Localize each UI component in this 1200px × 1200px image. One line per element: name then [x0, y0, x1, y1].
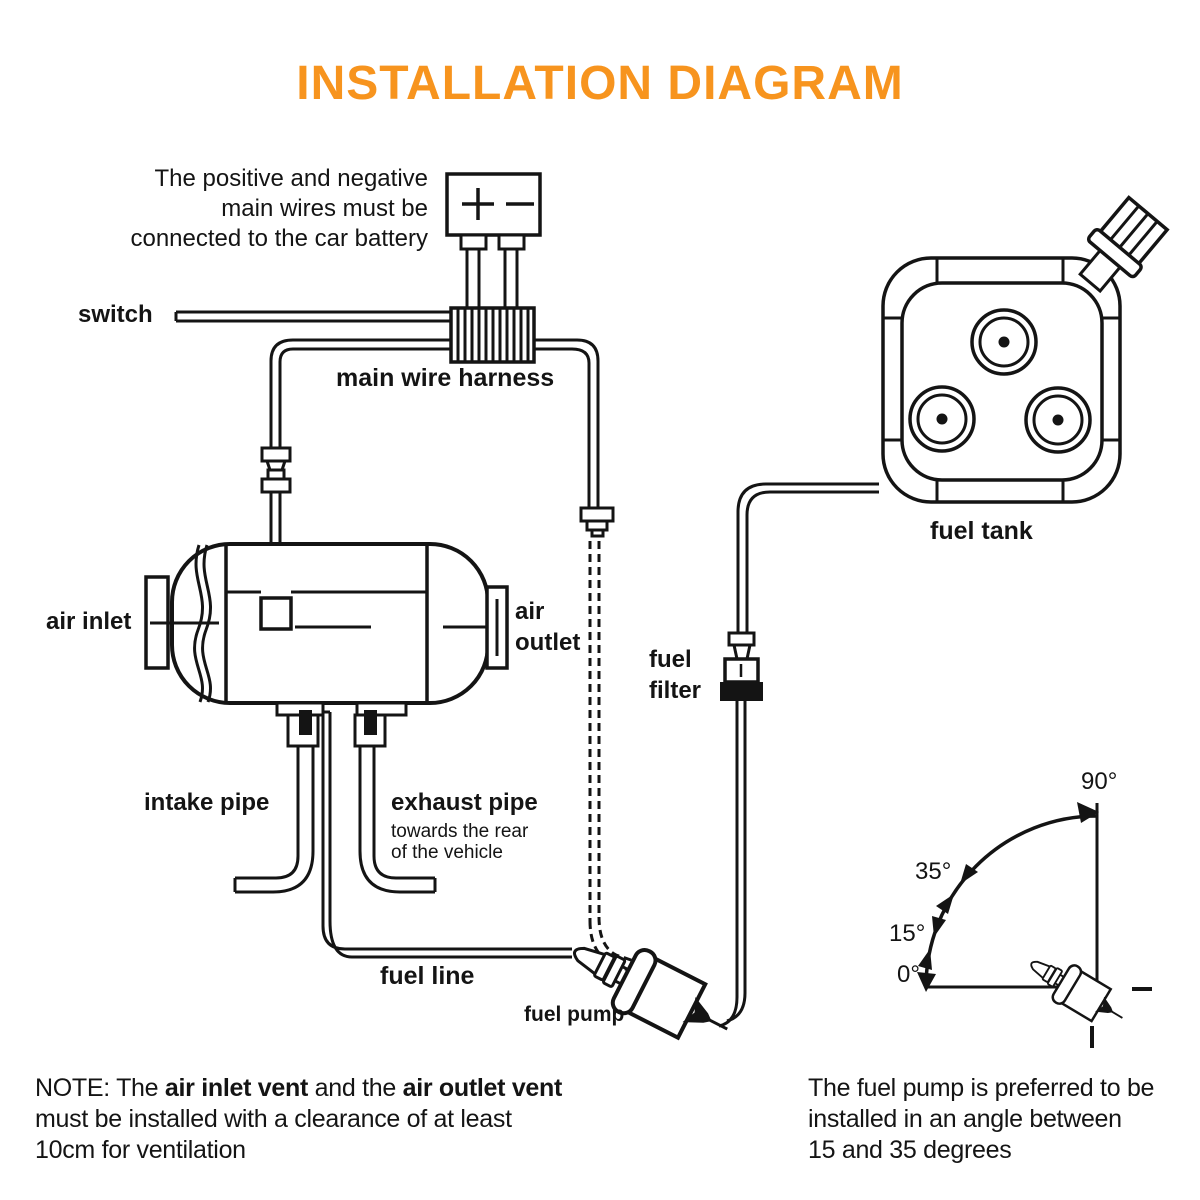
main-wire-harness-label: main wire harness [336, 364, 555, 392]
heater-unit [144, 542, 509, 748]
note-left-line2: must be installed with a clearance of at… [35, 1105, 512, 1133]
pump-angle-diagram [917, 802, 1152, 1048]
angle-15-label: 15° [889, 920, 926, 947]
page-title: INSTALLATION DIAGRAM [296, 57, 904, 110]
angle-35-label: 35° [915, 858, 952, 885]
intake-pipe-label: intake pipe [144, 789, 270, 816]
main-wire-harness [449, 306, 536, 364]
note-right-line3: 15 and 35 degrees [808, 1136, 1012, 1164]
battery-note-line3: connected to the car battery [130, 225, 428, 252]
intake-pipe [233, 746, 315, 894]
battery-note-line1: The positive and negative [154, 165, 428, 192]
angle-0-label: 0° [897, 961, 920, 988]
air-outlet-label: air outlet [515, 598, 581, 656]
note-left: NOTE: The air inlet vent and the air out… [35, 1073, 562, 1166]
switch-wire [174, 310, 451, 323]
exhaust-pipe [358, 746, 437, 894]
tank-cap [1078, 195, 1170, 294]
note-left-line1: NOTE: The air inlet vent and the air out… [35, 1074, 563, 1102]
exhaust-pipe-sublabel: towards the rear of the vehicle [391, 821, 529, 863]
fuel-pump [557, 919, 745, 1062]
fuel-filter [718, 631, 763, 1028]
battery-wires [465, 249, 519, 310]
harness-to-heater-wire [260, 338, 451, 598]
note-left-line3: 10cm for ventilation [35, 1136, 246, 1164]
plus-icon [462, 188, 494, 220]
fuel-tank [881, 195, 1170, 504]
harness-to-pump-wire [534, 338, 635, 973]
angle-diagram-pump [1019, 944, 1135, 1038]
battery-note: The positive and negative main wires mus… [130, 164, 428, 254]
fuel-filter-label: fuel filter [649, 646, 702, 704]
fuel-pump-label: fuel pump [524, 1003, 625, 1026]
fuel-tank-label: fuel tank [930, 517, 1033, 545]
battery-connector [445, 172, 542, 251]
air-inlet-label: air inlet [46, 608, 132, 635]
tank-to-filter-line [736, 482, 879, 633]
note-right-line2: installed in an angle between [808, 1105, 1122, 1133]
note-right: The fuel pump is preferred to be install… [808, 1073, 1154, 1166]
battery-note-line2: main wires must be [221, 195, 428, 222]
fuel-line-label: fuel line [380, 962, 475, 990]
note-right-line1: The fuel pump is preferred to be [808, 1074, 1155, 1102]
fuel-line [321, 710, 572, 959]
switch-label: switch [78, 301, 153, 328]
angle-90-label: 90° [1081, 768, 1118, 795]
exhaust-pipe-label: exhaust pipe [391, 789, 538, 816]
